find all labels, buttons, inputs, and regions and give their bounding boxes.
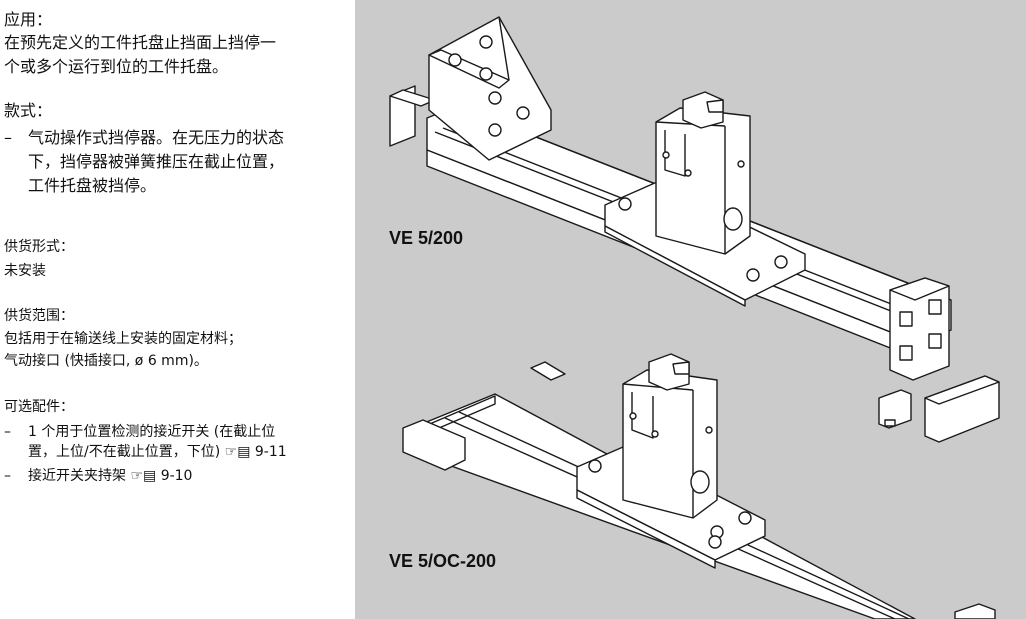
delivery-form-heading: 供货形式：: [4, 239, 74, 255]
bottom-stopper-block: [622, 369, 718, 519]
design-list: – 气动操作式挡停器。在无压力的状态 下，挡停器被弹簧推压在截止位置， 工件托盘…: [4, 126, 344, 198]
list-dash: –: [4, 128, 12, 147]
options-item-line: 置，上位/不在截止位置，下位) ☞▤ 9-11: [28, 442, 349, 462]
design-item-line: 下，挡停器被弹簧推压在截止位置，: [28, 152, 285, 171]
bottom-left-bracket: [402, 419, 466, 471]
application-heading: 应用：: [4, 10, 53, 29]
top-bolts: [448, 35, 530, 137]
text-column: 应用： 在预先定义的工件托盘止挡面上挡停一 个或多个运行到位的工件托盘。 款式：…: [0, 0, 352, 619]
page-reference: 9-10: [160, 468, 193, 484]
bottom-figure-label: VE 5/OC-200: [389, 551, 497, 571]
options-list: – 1 个用于位置检测的接近开关 (在截止位 置，上位/不在截止位置，下位) ☞…: [4, 422, 349, 486]
application-text-line: 在预先定义的工件托盘止挡面上挡停一: [4, 33, 277, 52]
delivery-form-value: 未安装: [4, 263, 46, 279]
figure-panel: VE 5/200 VE 5/OC-200: [355, 0, 1026, 619]
options-item-text: 接近开关夹持架: [28, 468, 126, 484]
options-item-line: 1 个用于位置检测的接近开关 (在截止位: [28, 424, 276, 440]
page-reference-icon: ☞▤: [130, 468, 157, 484]
list-dash: –: [4, 468, 11, 484]
top-stopper-assembly: [389, 16, 1000, 443]
top-stopper-block: [655, 107, 751, 255]
options-item-text: 置，上位/不在截止位置，下位): [28, 444, 221, 460]
list-dash: –: [4, 424, 11, 440]
bottom-stopper-assembly: [402, 353, 996, 619]
design-item-line: 工件托盘被挡停。: [28, 176, 157, 195]
design-heading: 款式：: [4, 101, 53, 120]
options-heading: 可选配件：: [4, 399, 74, 415]
top-figure-label: VE 5/200: [389, 228, 464, 248]
page-reference: 9-11: [254, 444, 287, 460]
design-item-line: 气动操作式挡停器。在无压力的状态: [28, 128, 285, 147]
options-list-item: – 接近开关夹持架 ☞▤ 9-10: [4, 466, 349, 486]
product-illustration: [389, 16, 1000, 619]
application-text: 在预先定义的工件托盘止挡面上挡停一 个或多个运行到位的工件托盘。: [4, 31, 344, 79]
page-reference-icon: ☞▤: [224, 444, 251, 460]
scope-line: 气动接口 (快插接口, ø 6 mm)。: [4, 353, 208, 369]
options-list-item: – 1 个用于位置检测的接近开关 (在截止位 置，上位/不在截止位置，下位) ☞…: [4, 422, 349, 462]
scope-line: 包括用于在输送线上安装的固定材料；: [4, 331, 242, 347]
scope-heading: 供货范围：: [4, 308, 74, 324]
design-list-item: – 气动操作式挡停器。在无压力的状态 下，挡停器被弹簧推压在截止位置， 工件托盘…: [4, 126, 344, 198]
application-text-line: 个或多个运行到位的工件托盘。: [4, 57, 229, 76]
